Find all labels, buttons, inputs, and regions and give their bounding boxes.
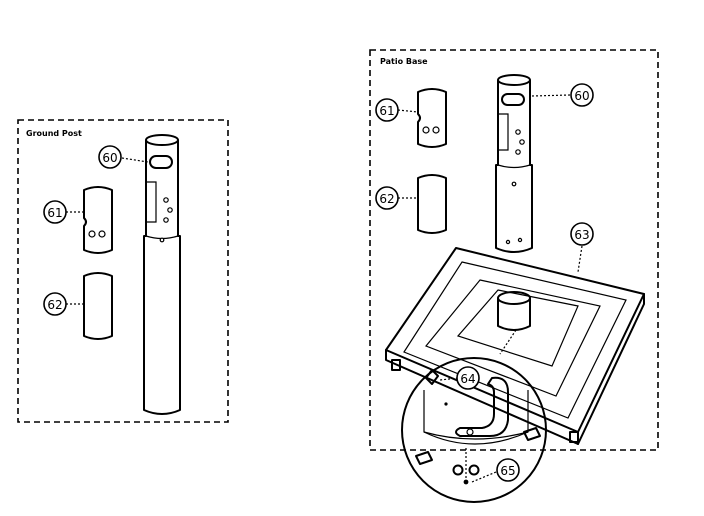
callout-60-ground: 60 xyxy=(98,145,122,169)
svg-text:65: 65 xyxy=(500,464,515,478)
ground-post-title: Ground Post xyxy=(26,129,82,138)
patio-base-panel: Patio Base xyxy=(369,49,659,503)
patio-base-title: Patio Base xyxy=(380,57,428,66)
svg-text:63: 63 xyxy=(574,228,589,242)
callout-60-patio: 60 xyxy=(570,83,594,107)
svg-text:61: 61 xyxy=(379,104,394,118)
callout-62-patio: 62 xyxy=(375,186,399,210)
callout-65-patio: 65 xyxy=(496,458,520,482)
svg-text:60: 60 xyxy=(102,151,117,165)
callout-63-patio: 63 xyxy=(570,222,594,246)
svg-text:61: 61 xyxy=(47,206,62,220)
svg-text:64: 64 xyxy=(460,372,475,386)
patio-base-frame xyxy=(369,49,659,451)
svg-text:62: 62 xyxy=(47,298,62,312)
patio-base-sleeve-61 xyxy=(417,88,447,148)
ground-post-sleeve-61 xyxy=(83,186,113,254)
patio-base-detail xyxy=(401,357,547,503)
svg-text:60: 60 xyxy=(574,89,589,103)
callout-62-ground: 62 xyxy=(43,292,67,316)
patio-base-plate xyxy=(385,247,645,445)
callout-61-ground: 61 xyxy=(43,200,67,224)
ground-post-panel: Ground Post 60 xyxy=(17,119,229,423)
ground-post-frame xyxy=(17,119,229,423)
svg-text:62: 62 xyxy=(379,192,394,206)
patio-base-tube xyxy=(495,74,533,253)
callout-61-patio: 61 xyxy=(375,98,399,122)
ground-post-sleeve-62 xyxy=(83,272,113,340)
ground-post-tube xyxy=(143,134,181,415)
callout-64-patio: 64 xyxy=(456,366,480,390)
patio-base-sleeve-62 xyxy=(417,174,447,234)
